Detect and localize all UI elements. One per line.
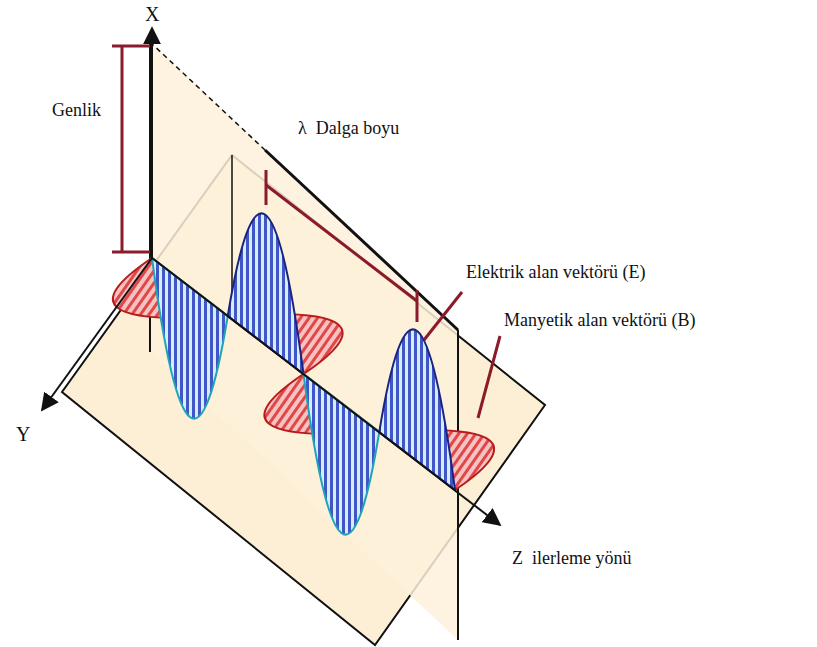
y-axis	[42, 258, 152, 410]
field-label: Elektrik alan vektörü (E)	[466, 262, 645, 284]
axis-label: Y	[16, 422, 30, 446]
wavelength-label: λ Dalga boyu	[298, 118, 399, 140]
field-label: Manyetik alan vektörü (B)	[504, 310, 695, 332]
plane-edge	[150, 42, 265, 150]
plane-edge	[265, 150, 458, 330]
axis-label: Z ilerleme yönü	[512, 548, 631, 570]
amplitude-bracket	[112, 46, 150, 252]
leader-line	[478, 336, 500, 418]
leader-line	[424, 292, 462, 340]
wavelength-bracket	[266, 170, 417, 322]
x-axis	[151, 28, 153, 258]
xz-plane	[150, 42, 458, 640]
axis-label: X	[145, 2, 159, 26]
amplitude-label: Genlik	[52, 100, 101, 122]
z-axis	[152, 258, 500, 525]
